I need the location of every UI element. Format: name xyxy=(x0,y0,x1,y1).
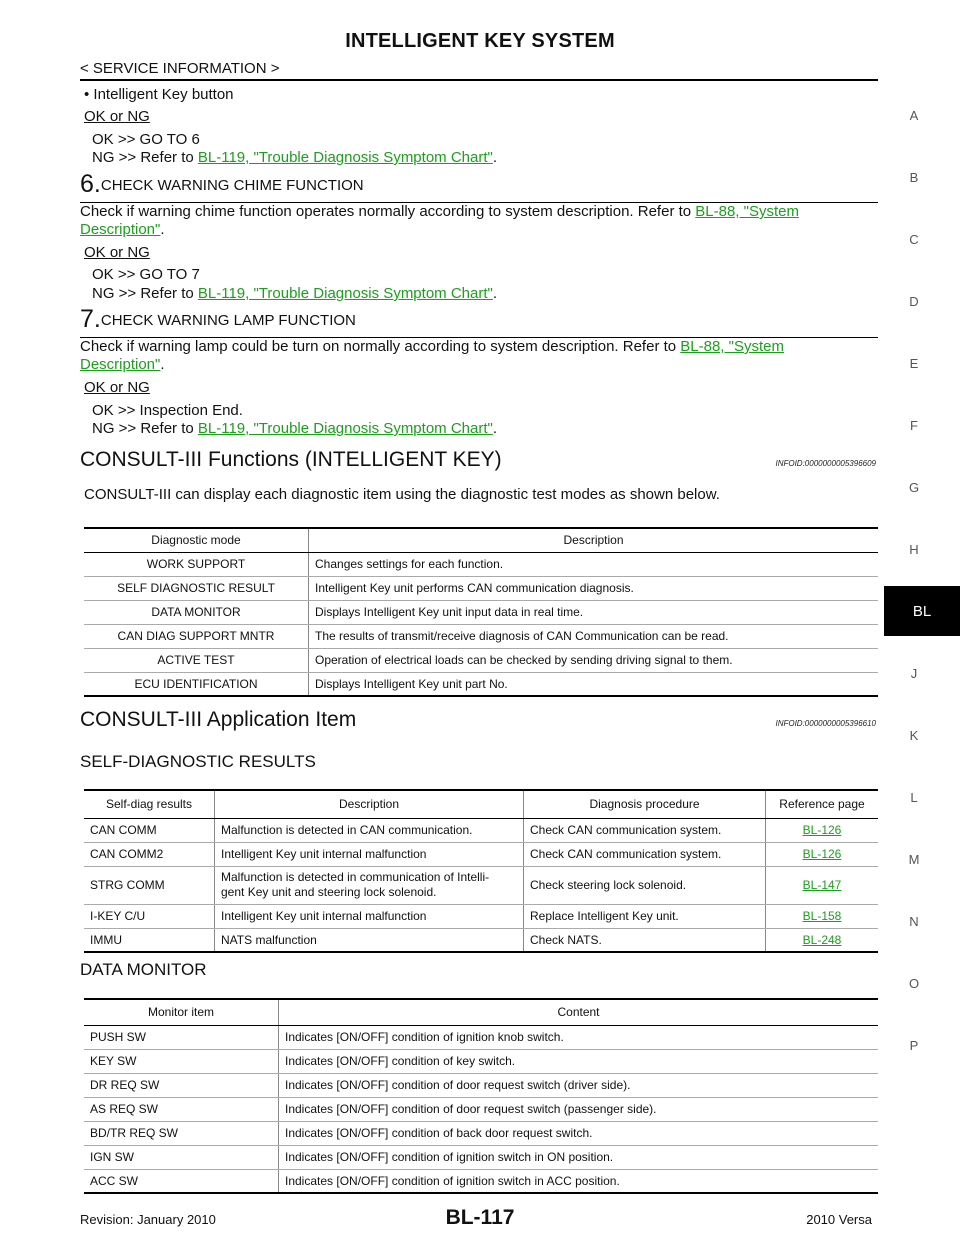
ok-result: OK >> GO TO 7 xyxy=(92,266,200,283)
index-letter-c[interactable]: C xyxy=(909,232,919,247)
footer-revision: Revision: January 2010 xyxy=(80,1212,216,1227)
step-6-text: Check if warning chime function operates… xyxy=(80,203,799,238)
reference-link[interactable]: BL-248 xyxy=(802,932,842,947)
section-index: A B C D E F G H J K L M N O P xyxy=(884,0,960,1242)
footer-model: 2010 Versa xyxy=(806,1212,872,1227)
index-letter-o[interactable]: O xyxy=(908,976,920,991)
self-diag-table: Self-diag results Description Diagnosis … xyxy=(84,789,878,953)
section-title-functions: CONSULT-III Functions (INTELLIGENT KEY) xyxy=(80,448,502,471)
ng-result: NG >> Refer to BL-119, "Trouble Diagnosi… xyxy=(92,149,498,166)
index-letter-d[interactable]: D xyxy=(909,294,919,309)
column-header: Description xyxy=(308,528,878,553)
column-header: Content xyxy=(278,999,878,1026)
functions-intro: CONSULT-III can display each diagnostic … xyxy=(84,486,720,503)
step-6-heading: 6.CHECK WARNING CHIME FUNCTION xyxy=(80,170,878,203)
ref-link[interactable]: BL-88, "System xyxy=(680,338,784,355)
index-letter-f[interactable]: F xyxy=(910,418,918,433)
column-header: Description xyxy=(214,790,524,819)
column-header: Diagnostic mode xyxy=(84,528,309,553)
index-letter-h[interactable]: H xyxy=(909,542,919,557)
ok-result: OK >> Inspection End. xyxy=(92,402,243,419)
ref-link[interactable]: Description" xyxy=(80,356,161,373)
reference-link[interactable]: BL-126 xyxy=(802,847,842,861)
column-header: Self-diag results xyxy=(84,790,215,819)
ref-link[interactable]: Description" xyxy=(80,221,161,238)
column-header: Reference page xyxy=(765,790,878,819)
index-letter-n[interactable]: N xyxy=(909,914,919,929)
ng-result: NG >> Refer to BL-119, "Trouble Diagnosi… xyxy=(92,420,498,437)
info-id: INFOID:0000000005396609 xyxy=(775,459,876,468)
index-letter-m[interactable]: M xyxy=(908,852,920,867)
diagnostic-mode-table: Diagnostic mode Description WORK SUPPORT… xyxy=(84,527,878,697)
index-letter-j[interactable]: J xyxy=(910,666,918,681)
index-letter-k[interactable]: K xyxy=(909,728,919,743)
column-header: Monitor item xyxy=(84,999,279,1026)
index-letter-b[interactable]: B xyxy=(909,170,919,185)
breadcrumb: < SERVICE INFORMATION > xyxy=(80,60,280,77)
footer-page-number: BL-117 xyxy=(445,1206,515,1229)
ok-or-ng-label: OK or NG xyxy=(84,379,150,396)
reference-link[interactable]: BL-126 xyxy=(802,823,842,837)
index-letter-e[interactable]: E xyxy=(909,356,919,371)
ref-link[interactable]: BL-88, "System xyxy=(695,203,799,220)
ok-or-ng-label: OK or NG xyxy=(84,108,150,125)
ref-link[interactable]: BL-119, "Trouble Diagnosis Symptom Chart… xyxy=(197,420,493,437)
info-id: INFOID:0000000005396610 xyxy=(775,719,876,728)
index-letter-a[interactable]: A xyxy=(909,108,919,123)
ref-link[interactable]: BL-119, "Trouble Diagnosis Symptom Chart… xyxy=(197,149,493,166)
index-tab-bl-active[interactable]: BL xyxy=(884,586,960,636)
reference-link[interactable]: BL-147 xyxy=(802,878,842,892)
self-diag-heading: SELF-DIAGNOSTIC RESULTS xyxy=(80,752,316,771)
data-monitor-heading: DATA MONITOR xyxy=(80,960,207,979)
header-divider xyxy=(80,79,878,81)
index-letter-g[interactable]: G xyxy=(908,480,920,495)
page-title: INTELLIGENT KEY SYSTEM xyxy=(345,30,615,52)
ok-result: OK >> GO TO 6 xyxy=(92,131,200,148)
ref-link[interactable]: BL-119, "Trouble Diagnosis Symptom Chart… xyxy=(197,285,493,302)
ok-or-ng-label: OK or NG xyxy=(84,244,150,261)
bullet-item: • Intelligent Key button xyxy=(84,86,234,103)
step-7-heading: 7.CHECK WARNING LAMP FUNCTION xyxy=(80,305,878,338)
column-header: Diagnosis procedure xyxy=(523,790,766,819)
index-letter-p[interactable]: P xyxy=(909,1038,919,1053)
reference-link[interactable]: BL-158 xyxy=(802,909,842,923)
index-letter-l[interactable]: L xyxy=(910,790,918,805)
step-7-text: Check if warning lamp could be turn on n… xyxy=(80,338,784,373)
section-title-application: CONSULT-III Application Item xyxy=(80,708,357,731)
ng-result: NG >> Refer to BL-119, "Trouble Diagnosi… xyxy=(92,285,498,302)
